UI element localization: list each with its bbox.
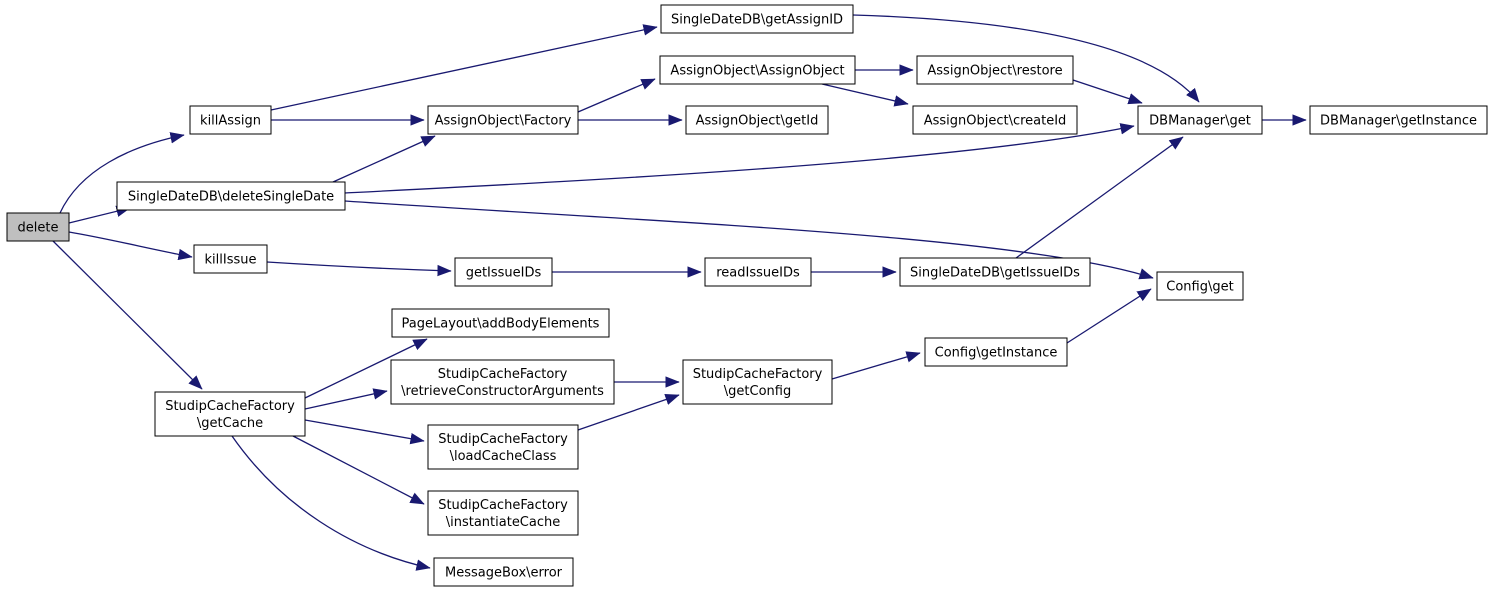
node-box-getId <box>685 105 829 135</box>
node-box-loadCacheClass <box>427 424 579 470</box>
node-label-configGet: Config\get <box>1166 280 1233 295</box>
node-instantiateCache[interactable]: StudipCacheFactory\instantiateCache <box>427 490 579 536</box>
node-label-getConfig: StudipCacheFactory\getConfig <box>693 367 823 399</box>
edge-getConfig-configGetInstance <box>831 351 921 380</box>
node-label-killAssign: killAssign <box>200 114 261 129</box>
node-box-assignObject <box>659 55 856 85</box>
node-getAssignID[interactable]: SingleDateDB\getAssignID <box>660 4 854 34</box>
edge-getCache-loadCacheClass <box>304 419 425 445</box>
edge-restore-dbGet <box>1072 79 1143 105</box>
edge-delete-killAssign <box>59 132 185 214</box>
node-label-getAssignID: SingleDateDB\getAssignID <box>671 13 843 28</box>
node-label-deleteSingleDate: SingleDateDB\deleteSingleDate <box>128 190 334 205</box>
node-label-instantiateCache: StudipCacheFactory\instantiateCache <box>438 498 568 530</box>
edge-assignObject-createId <box>821 83 909 107</box>
node-retrieveConstructorArguments[interactable]: StudipCacheFactory\retrieveConstructorAr… <box>390 359 615 405</box>
node-dbGet[interactable]: DBManager\get <box>1137 105 1263 135</box>
node-box-configGet <box>1156 271 1244 301</box>
node-killAssign[interactable]: killAssign <box>189 105 272 135</box>
node-box-getConfig <box>682 359 833 405</box>
node-label-dbGetInstance: DBManager\getInstance <box>1320 114 1477 129</box>
node-label-killIssue: killIssue <box>205 253 257 268</box>
node-delete[interactable]: delete <box>6 212 70 242</box>
node-label-addBodyElements: PageLayout\addBodyElements <box>402 317 600 332</box>
node-label-assignObject: AssignObject\AssignObject <box>670 64 844 79</box>
edge-getCache-retrieveConstructorArguments <box>304 388 388 410</box>
node-messageBoxError[interactable]: MessageBox\error <box>433 557 574 587</box>
node-label-loadCacheClass: StudipCacheFactory\loadCacheClass <box>438 432 568 464</box>
node-label-configGetInstance: Config\getInstance <box>935 346 1058 361</box>
node-box-createId <box>912 105 1078 135</box>
edge-getAssignID-dbGet <box>852 14 1200 103</box>
node-getCache[interactable]: StudipCacheFactory\getCache <box>154 391 306 437</box>
edge-delete-killIssue <box>68 231 193 261</box>
edge-killAssign-getAssignID <box>270 24 658 111</box>
edge-delete-getCache <box>52 240 203 390</box>
node-label-readIssueIDs: readIssueIDs <box>716 266 800 281</box>
node-label-messageBoxError: MessageBox\error <box>445 566 563 581</box>
node-box-instantiateCache <box>427 490 579 536</box>
node-restore[interactable]: AssignObject\restore <box>916 55 1074 85</box>
node-label-sdGetIssueIDs: SingleDateDB\getIssueIDs <box>910 266 1080 281</box>
node-getConfig[interactable]: StudipCacheFactory\getConfig <box>682 359 833 405</box>
edge-getCache-messageBoxError <box>231 435 431 571</box>
node-killIssue[interactable]: killIssue <box>193 244 268 274</box>
node-box-getIssueIDs <box>454 257 553 287</box>
node-box-sdGetIssueIDs <box>899 257 1091 287</box>
node-label-getIssueIDs: getIssueIDs <box>466 266 542 281</box>
node-label-factory: AssignObject\Factory <box>435 114 572 129</box>
node-sdGetIssueIDs[interactable]: SingleDateDB\getIssueIDs <box>899 257 1091 287</box>
node-loadCacheClass[interactable]: StudipCacheFactory\loadCacheClass <box>427 424 579 470</box>
node-configGet[interactable]: Config\get <box>1156 271 1244 301</box>
node-getIssueIDs[interactable]: getIssueIDs <box>454 257 553 287</box>
node-label-getCache: StudipCacheFactory\getCache <box>165 399 295 431</box>
edge-factory-assignObject <box>577 78 656 113</box>
edge-getCache-instantiateCache <box>292 435 425 505</box>
node-deleteSingleDate[interactable]: SingleDateDB\deleteSingleDate <box>116 181 346 211</box>
node-box-factory <box>427 105 579 135</box>
node-box-deleteSingleDate <box>116 181 346 211</box>
node-dbGetInstance[interactable]: DBManager\getInstance <box>1309 105 1488 135</box>
nodes-layer: delete killAssignSingleDateDB\deleteSingl… <box>6 4 1488 587</box>
edge-loadCacheClass-getConfig <box>577 394 680 431</box>
node-box-restore <box>916 55 1074 85</box>
node-box-configGetInstance <box>924 337 1068 367</box>
edge-deleteSingleDate-factory <box>332 135 436 183</box>
node-box-dbGet <box>1137 105 1263 135</box>
node-label-getId: AssignObject\getId <box>696 114 819 129</box>
node-box-retrieveConstructorArguments <box>390 359 615 405</box>
node-box-delete <box>6 212 70 242</box>
node-box-killIssue <box>193 244 268 274</box>
edge-configGetInstance-configGet <box>1066 288 1152 344</box>
node-configGetInstance[interactable]: Config\getInstance <box>924 337 1068 367</box>
edge-getCache-addBodyElements <box>304 338 428 399</box>
node-factory[interactable]: AssignObject\Factory <box>427 105 579 135</box>
node-box-getAssignID <box>660 4 854 34</box>
edge-sdGetIssueIDs-dbGet <box>1015 136 1184 259</box>
node-assignObject[interactable]: AssignObject\AssignObject <box>659 55 856 85</box>
node-box-messageBoxError <box>433 557 574 587</box>
node-label-delete: delete <box>18 221 59 236</box>
node-readIssueIDs[interactable]: readIssueIDs <box>704 257 812 287</box>
node-getId[interactable]: AssignObject\getId <box>685 105 829 135</box>
edge-deleteSingleDate-dbGet <box>344 123 1135 194</box>
node-label-createId: AssignObject\createId <box>924 114 1067 129</box>
node-label-retrieveConstructorArguments: StudipCacheFactory\retrieveConstructorAr… <box>401 367 604 399</box>
node-box-getCache <box>154 391 306 437</box>
edges-layer <box>52 14 1307 571</box>
node-box-addBodyElements <box>391 308 610 338</box>
node-box-dbGetInstance <box>1309 105 1488 135</box>
node-createId[interactable]: AssignObject\createId <box>912 105 1078 135</box>
node-box-killAssign <box>189 105 272 135</box>
node-label-dbGet: DBManager\get <box>1149 114 1251 129</box>
node-label-restore: AssignObject\restore <box>927 64 1062 79</box>
edge-killIssue-getIssueIDs <box>266 261 452 277</box>
node-addBodyElements[interactable]: PageLayout\addBodyElements <box>391 308 610 338</box>
node-box-readIssueIDs <box>704 257 812 287</box>
